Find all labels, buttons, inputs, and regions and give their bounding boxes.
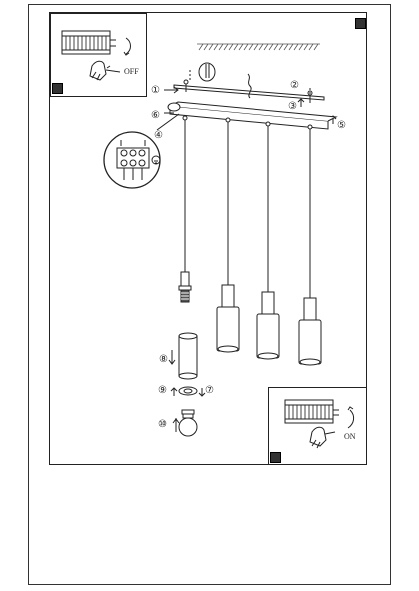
shade-ring <box>170 386 206 397</box>
instruction-frame <box>49 12 367 465</box>
step-7: ⑦ <box>205 385 214 396</box>
step-8: ⑧ <box>159 354 168 365</box>
corner-marker-inset-on <box>270 452 281 463</box>
wiring-detail <box>103 113 180 189</box>
inset-off-terminal-block <box>61 30 131 81</box>
off-label: OFF <box>124 67 139 76</box>
arrow-step-3 <box>297 98 305 107</box>
step-9: ⑨ <box>158 385 167 396</box>
pendant-cords <box>182 115 313 298</box>
lamp-shades <box>216 284 322 366</box>
loose-shade <box>168 332 198 380</box>
step-2: ② <box>290 80 299 91</box>
step-1: ① <box>151 85 160 96</box>
mounting-bracket <box>173 62 325 103</box>
step-6: ⑥ <box>151 110 160 121</box>
arrow-step-1 <box>164 86 179 94</box>
on-label: ON <box>344 432 356 441</box>
corner-marker-top-right <box>355 18 366 29</box>
lamp-socket <box>178 271 192 303</box>
ceiling-hatch <box>197 43 320 51</box>
step-5: ⑤ <box>337 120 346 131</box>
light-bulb <box>172 409 198 437</box>
inset-power-off <box>50 13 147 97</box>
step-4: ④ <box>154 130 163 141</box>
step-10: ⑩ <box>158 419 167 430</box>
step-3: ③ <box>288 101 297 112</box>
corner-marker-inset-off <box>52 83 63 94</box>
canopy-bar <box>164 101 338 130</box>
manual-page <box>28 4 391 585</box>
inset-on-terminal-block <box>284 399 355 449</box>
